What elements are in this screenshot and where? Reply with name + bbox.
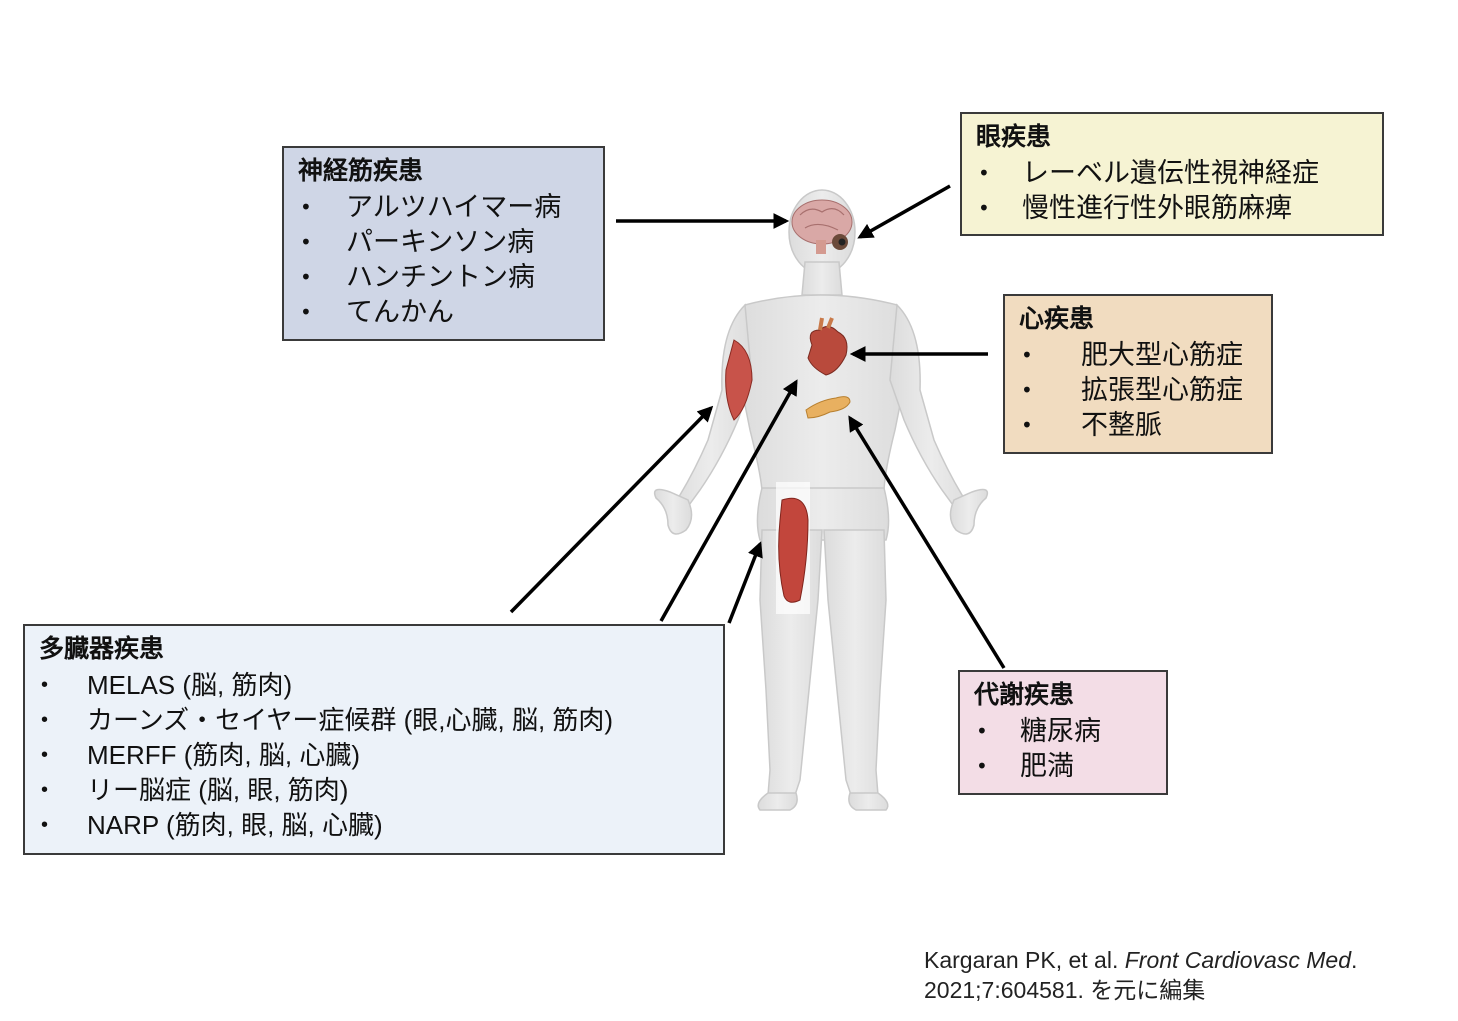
list-item: 糖尿病 — [974, 714, 1152, 749]
eye-organ — [832, 234, 848, 250]
list-item: 肥大型心筋症 — [1019, 338, 1257, 373]
heart-disease-box: 心疾患 肥大型心筋症 拡張型心筋症 不整脈 — [1003, 294, 1273, 454]
leg-muscle-organ — [776, 482, 810, 614]
disease-list: MELAS (脳, 筋肉) カーンズ・セイヤー症候群 (眼,心臓, 脳, 筋肉)… — [39, 668, 709, 843]
list-item: 慢性進行性外眼筋麻痺 — [976, 191, 1368, 226]
box-title: 神経筋疾患 — [298, 156, 424, 185]
citation-journal: Front Cardiovasc Med — [1124, 947, 1351, 973]
arrow-metabolic-to-pancreas — [848, 415, 1006, 669]
list-item: NARP (筋肉, 眼, 脳, 心臓) — [39, 808, 709, 843]
list-item: MERFF (筋肉, 脳, 心臓) — [39, 738, 709, 773]
arrows — [509, 184, 1006, 669]
list-item: カーンズ・セイヤー症候群 (眼,心臓, 脳, 筋肉) — [39, 703, 709, 738]
heart-organ — [807, 317, 848, 376]
list-item: レーベル遺伝性視神経症 — [976, 156, 1368, 191]
list-item: パーキンソン病 — [298, 225, 589, 260]
citation-line-2: 2021;7:604581. を元に編集 — [924, 977, 1206, 1003]
list-item: 肥満 — [974, 749, 1152, 784]
disease-list: 糖尿病 肥満 — [974, 714, 1152, 784]
body-silhouette — [653, 189, 989, 811]
list-item: ハンチントン病 — [298, 260, 589, 295]
arrow-multi-to-leg — [727, 541, 763, 624]
multi-organ-disease-box: 多臓器疾患 MELAS (脳, 筋肉) カーンズ・セイヤー症候群 (眼,心臓, … — [23, 624, 725, 855]
disease-list: 肥大型心筋症 拡張型心筋症 不整脈 — [1019, 338, 1257, 443]
arrow-multi-to-heart — [659, 379, 798, 622]
list-item: MELAS (脳, 筋肉) — [39, 668, 709, 703]
list-item: リー脳症 (脳, 眼, 筋肉) — [39, 773, 709, 808]
list-item: てんかん — [298, 295, 589, 330]
eye-disease-box: 眼疾患 レーベル遺伝性視神経症 慢性進行性外眼筋麻痺 — [960, 112, 1384, 236]
disease-list: レーベル遺伝性視神経症 慢性進行性外眼筋麻痺 — [976, 156, 1368, 226]
arm-muscle-organ — [725, 339, 753, 421]
citation-authors: Kargaran PK, et al. — [924, 947, 1125, 973]
citation-line-1: Kargaran PK, et al. Front Cardiovasc Med… — [924, 945, 1357, 975]
box-title: 代謝疾患 — [974, 680, 1075, 709]
pancreas-organ — [805, 396, 851, 419]
arrow-eye-to-head — [857, 184, 951, 239]
arrow-multi-to-arm — [509, 405, 714, 614]
metabolic-disease-box: 代謝疾患 糖尿病 肥満 — [958, 670, 1168, 795]
list-item: 不整脈 — [1019, 408, 1257, 443]
list-item: 拡張型心筋症 — [1019, 373, 1257, 408]
box-title: 心疾患 — [1019, 304, 1095, 333]
box-title: 眼疾患 — [976, 122, 1052, 151]
citation: Kargaran PK, et al. Front Cardiovasc Med… — [924, 945, 1357, 1005]
list-item: アルツハイマー病 — [298, 190, 589, 225]
box-title: 多臓器疾患 — [39, 634, 165, 663]
brain-organ — [791, 199, 853, 254]
neuromuscular-disease-box: 神経筋疾患 アルツハイマー病 パーキンソン病 ハンチントン病 てんかん — [282, 146, 605, 341]
disease-list: アルツハイマー病 パーキンソン病 ハンチントン病 てんかん — [298, 190, 589, 330]
citation-period: . — [1350, 947, 1358, 973]
